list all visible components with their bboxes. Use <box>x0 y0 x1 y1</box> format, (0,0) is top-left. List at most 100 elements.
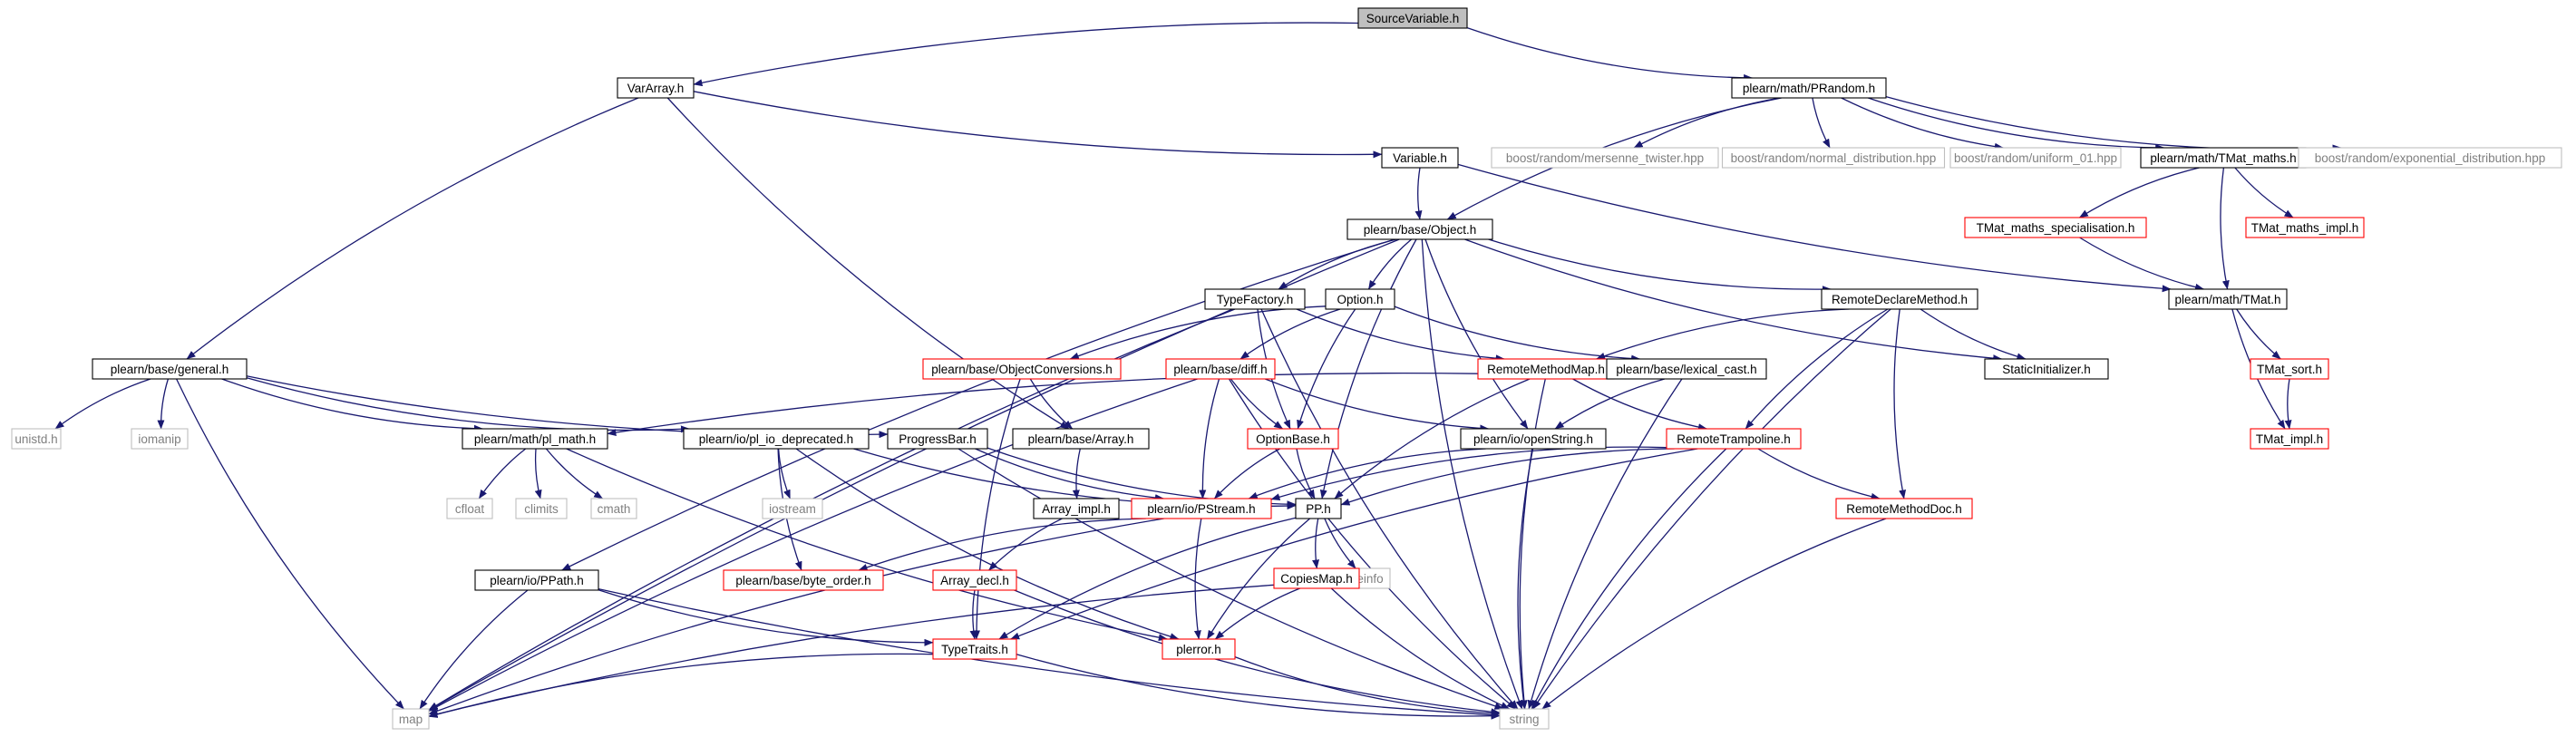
node-label: plearn/base/byte_order.h <box>735 574 870 587</box>
node-typetraits-h[interactable]: TypeTraits.h <box>932 638 1017 660</box>
node-remotedeclaremethod-h[interactable]: RemoteDeclareMethod.h <box>1821 288 1978 310</box>
node-plearn-base-general-h[interactable]: plearn/base/general.h <box>92 358 248 380</box>
node-label: plearn/base/ObjectConversions.h <box>931 363 1113 376</box>
edge-plearn-io-pl-io-deprecated-h-to-iostream <box>777 448 792 499</box>
node-plearn-math-tmat-maths-h[interactable]: plearn/math/TMat_maths.h <box>2140 147 2307 169</box>
edge-progressbar-h-to-plearn-io-pstream-h <box>975 448 1164 502</box>
node-tmat-impl-h[interactable]: TMat_impl.h <box>2250 428 2329 450</box>
node-plearn-io-openstring-h[interactable]: plearn/io/openString.h <box>1460 428 1607 450</box>
node-label: string <box>1509 713 1539 726</box>
node-plearn-base-objectconversions-h[interactable]: plearn/base/ObjectConversions.h <box>922 358 1122 380</box>
node-remotemethoddoc-h[interactable]: RemoteMethodDoc.h <box>1835 498 1973 519</box>
edge-remotetrampoline-h-to-plearn-io-pstream-h <box>1270 446 1667 501</box>
edge-typefactory-h-to-remotemethodmap-h <box>1296 308 1505 363</box>
node-plearn-base-lexical-cast-h[interactable]: plearn/base/lexical_cast.h <box>1606 358 1767 380</box>
node-plearn-base-object-h[interactable]: plearn/base/Object.h <box>1346 218 1493 240</box>
node-label: plearn/base/Array.h <box>1028 432 1134 446</box>
node-plerror-h[interactable]: plerror.h <box>1162 638 1236 660</box>
node-label: RemoteMethodMap.h <box>1487 363 1605 376</box>
node-sourcevariable-h[interactable]: SourceVariable.h <box>1357 7 1468 29</box>
node-tmat-maths-specialisation-h[interactable]: TMat_maths_specialisation.h <box>1964 217 2147 238</box>
node-box <box>1325 288 1395 310</box>
node-plearn-math-prandom-h[interactable]: plearn/math/PRandom.h <box>1731 77 1887 99</box>
edge-remotemethoddoc-h-to-string <box>1541 518 1887 710</box>
node-box <box>474 569 599 591</box>
edge-plearn-base-object-h-to-plearn-io-openstring-h <box>1424 238 1529 430</box>
node-plearn-io-ppath-h[interactable]: plearn/io/PPath.h <box>474 569 599 591</box>
node-plearn-base-byte-order-h[interactable]: plearn/base/byte_order.h <box>723 569 884 591</box>
edge-plearn-math-pl-math-h-to-cmath <box>545 448 604 499</box>
node-label: cmath <box>598 502 631 516</box>
node-tmat-sort-h[interactable]: TMat_sort.h <box>2250 358 2329 380</box>
node-label: TMat_maths_specialisation.h <box>1977 221 2135 235</box>
edge-plearn-math-prandom-h-to-boost-random-uniform-01-hpp <box>1841 97 2004 150</box>
node-typefactory-h[interactable]: TypeFactory.h <box>1204 288 1306 310</box>
node-box <box>1247 428 1339 450</box>
node-plearn-base-array-h[interactable]: plearn/base/Array.h <box>1012 428 1150 450</box>
edge-pp-h-to-typeinfo <box>1324 518 1356 569</box>
edge-option-h-to-plearn-base-lexical-cast-h <box>1394 305 1641 363</box>
edge-plearn-math-tmat-maths-h-to-tmat-maths-impl-h <box>2234 167 2294 218</box>
node-tmat-maths-impl-h[interactable]: TMat_maths_impl.h <box>2245 217 2365 238</box>
node-pp-h[interactable]: PP.h <box>1295 498 1342 519</box>
node-box <box>762 498 823 519</box>
edge-plearn-io-pl-io-deprecated-h-to-plerror-h <box>795 448 1180 640</box>
edge-tmat-sort-h-to-tmat-impl-h <box>2284 378 2292 430</box>
node-boost-random-mersenne-twister-hpp: boost/random/mersenne_twister.hpp <box>1491 147 1719 169</box>
node-staticinitializer-h[interactable]: StaticInitializer.h <box>1984 358 2109 380</box>
node-label: boost/random/mersenne_twister.hpp <box>1506 151 1704 165</box>
node-plearn-base-diff-h[interactable]: plearn/base/diff.h <box>1165 358 1276 380</box>
node-box <box>1984 358 2109 380</box>
node-box <box>2245 217 2365 238</box>
node-plearn-math-tmat-h[interactable]: plearn/math/TMat.h <box>2168 288 2288 310</box>
node-box <box>1491 147 1719 169</box>
node-box <box>446 498 493 519</box>
node-label: climits <box>524 502 559 516</box>
node-remotemethodmap-h[interactable]: RemoteMethodMap.h <box>1477 358 1615 380</box>
edge-plearn-math-tmat-maths-h-to-tmat-maths-specialisation-h <box>2078 167 2200 218</box>
node-plearn-math-pl-math-h[interactable]: plearn/math/pl_math.h <box>462 428 608 450</box>
edge-plearn-base-lexical-cast-h-to-string <box>1527 378 1683 710</box>
edge-remotedeclaremethod-h-to-staticinitializer-h <box>1920 308 2027 361</box>
node-box <box>1357 7 1468 29</box>
edge-plearn-io-ppath-h-to-string <box>598 587 1501 719</box>
node-option-h[interactable]: Option.h <box>1325 288 1395 310</box>
node-variable-h[interactable]: Variable.h <box>1381 147 1459 169</box>
edge-plearn-math-pl-math-h-to-climits <box>534 448 542 499</box>
edge-plearn-base-object-h-to-map <box>428 238 1400 711</box>
node-label: plearn/io/openString.h <box>1473 432 1593 446</box>
node-box <box>1964 217 2147 238</box>
node-label: plearn/math/pl_math.h <box>474 432 596 446</box>
edge-remotedeclaremethod-h-to-remotemethodmap-h <box>1596 308 1850 360</box>
node-remotetrampoline-h[interactable]: RemoteTrampoline.h <box>1666 428 1802 450</box>
edge-plearn-math-pl-math-h-to-cfloat <box>478 448 527 499</box>
node-copiesmap-h[interactable]: CopiesMap.h <box>1273 567 1360 589</box>
node-label: RemoteTrampoline.h <box>1677 432 1791 446</box>
node-box <box>1346 218 1493 240</box>
edge-remotedeclaremethod-h-to-string <box>1532 308 1891 710</box>
node-label: Array_impl.h <box>1042 502 1111 516</box>
node-optionbase-h[interactable]: OptionBase.h <box>1247 428 1339 450</box>
edge-plearn-base-general-h-to-plearn-math-pl-math-h <box>221 378 483 432</box>
node-array-decl-h[interactable]: Array_decl.h <box>932 569 1017 591</box>
node-label: CopiesMap.h <box>1280 572 1353 586</box>
node-label: RemoteDeclareMethod.h <box>1832 293 1968 306</box>
node-box <box>1012 428 1150 450</box>
node-box <box>887 428 988 450</box>
node-box <box>462 428 608 450</box>
node-array-impl-h[interactable]: Array_impl.h <box>1033 498 1120 519</box>
edge-pp-h-to-plerror-h <box>1206 518 1311 640</box>
node-box <box>1731 77 1887 99</box>
node-box <box>1606 358 1767 380</box>
node-vararray-h[interactable]: VarArray.h <box>617 77 695 99</box>
edge-remotetrampoline-h-to-typetraits-h <box>1010 448 1698 640</box>
node-iostream: iostream <box>762 498 823 519</box>
node-plearn-io-pl-io-deprecated-h[interactable]: plearn/io/pl_io_deprecated.h <box>683 428 870 450</box>
edge-remotetrampoline-h-to-string <box>1531 448 1727 710</box>
edge-plearn-math-tmat-maths-h-to-plearn-math-tmat-h <box>2220 167 2230 290</box>
node-plearn-io-pstream-h[interactable]: plearn/io/PStream.h <box>1131 498 1272 519</box>
edge-option-h-to-plearn-base-objectconversions-h <box>1069 305 1327 360</box>
edge-array-impl-h-to-array-decl-h <box>988 518 1063 571</box>
node-progressbar-h[interactable]: ProgressBar.h <box>887 428 988 450</box>
